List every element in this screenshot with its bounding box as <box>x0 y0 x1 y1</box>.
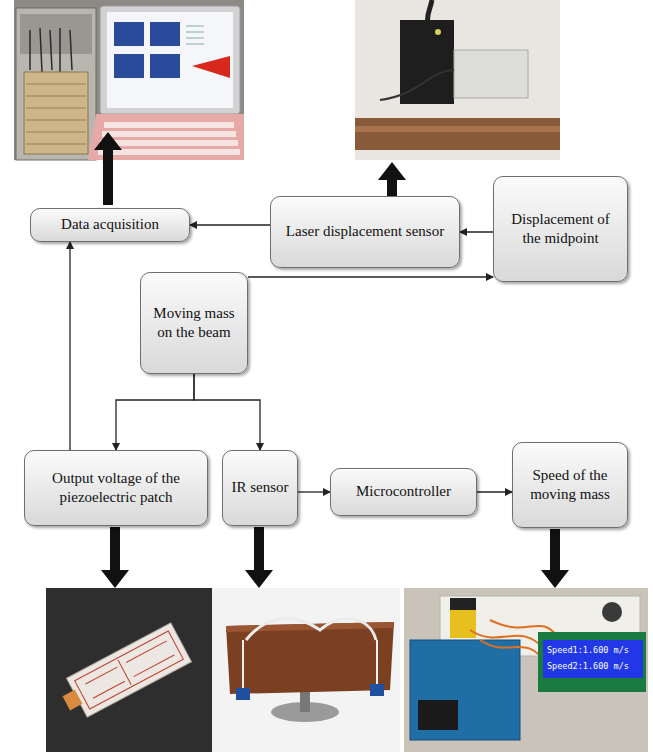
piezo-photo <box>46 588 212 752</box>
process-box: Speed of the moving mass <box>512 442 628 528</box>
node-text: Moving mass on the beam <box>149 304 239 343</box>
connector-arrow <box>477 491 512 492</box>
process-box: IR sensor <box>222 450 298 526</box>
connector-arrow <box>190 224 270 225</box>
connector-arrow <box>298 491 330 492</box>
process-box: Microcontroller <box>330 468 477 516</box>
node-text: Data acquisition <box>61 215 159 235</box>
daq-photo <box>14 0 244 160</box>
node-text: Microcontroller <box>356 482 451 502</box>
connector-arrow <box>69 242 70 450</box>
connector-arrow <box>248 276 493 277</box>
connector-arrow <box>460 231 493 232</box>
connector-arrow <box>116 374 194 450</box>
process-box: Laser displacement sensor <box>270 196 460 268</box>
laser-photo <box>355 0 560 160</box>
node-text: Laser displacement sensor <box>286 222 444 242</box>
lcd-text: Speed2:1.600 m/s <box>547 661 629 671</box>
process-box: Data acquisition <box>30 208 190 242</box>
node-text: Output voltage of the piezoelectric patc… <box>33 469 199 508</box>
process-box: Moving mass on the beam <box>140 272 248 374</box>
node-text: Speed of the moving mass <box>521 466 619 505</box>
process-box: Output voltage of the piezoelectric patc… <box>24 450 208 526</box>
connector-arrow <box>194 374 260 450</box>
ir-sensor-photo <box>212 588 400 752</box>
node-text: Displacement of the midpoint <box>502 210 619 249</box>
lcd-text: Speed1:1.600 m/s <box>547 645 629 655</box>
process-box: Displacement of the midpoint <box>493 176 628 282</box>
node-text: IR sensor <box>231 478 288 498</box>
microcontroller-photo <box>404 588 648 752</box>
